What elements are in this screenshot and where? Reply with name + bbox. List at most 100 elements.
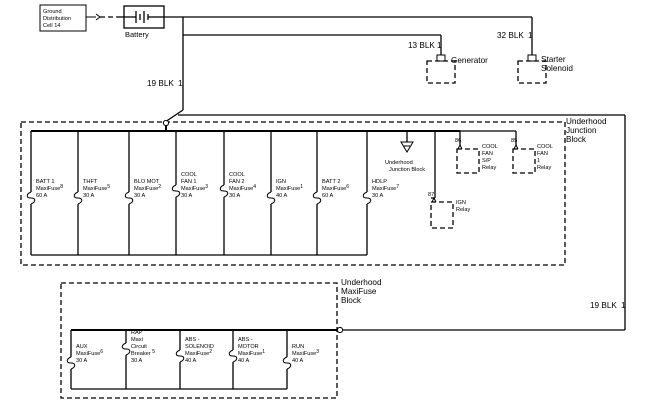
fuse-top-1-line2: MaxiFuse [83,186,107,192]
svg-text:IGN: IGN [456,200,466,206]
ground-label-2: Distribution [43,16,71,22]
fuse-bottom-3-rating: 40 A [238,358,249,364]
relay-cool-fan-1: 85 COOL FAN 1 Relay [511,138,553,174]
maxi-title-2: MaxiFuse [341,287,377,296]
battery-label: Battery [125,30,149,39]
starter-wire-label: 32 BLK [497,31,524,40]
fuse-top-5-rating: 40 A [276,193,287,199]
fuse-top-3-line3: MaxiFuse [181,186,205,192]
fuse-bottom-3-line2: MOTOR [238,344,259,350]
fuse-icon [26,191,36,205]
svg-text:S/P: S/P [482,158,491,164]
fuse-icon [124,191,134,205]
fuse-top-3-num: 3 [205,184,208,190]
svg-text:COOL: COOL [537,144,553,150]
fuse-icon [171,184,181,198]
fuse-top-1-line1: THFT [83,179,98,185]
fuse-bottom-1-line2: Maxi [131,337,143,343]
fuse-icon [175,349,185,363]
junction-title-1: Underhood [566,117,607,126]
fuse-top-3-rating: 30 A [181,193,192,199]
junction-block-outline [20,121,566,266]
maxi-bus-node [336,326,344,334]
starter-pin: 1 [528,31,533,40]
generator-component: Generator [426,54,488,84]
ground-triangle-icon [400,141,414,153]
ground-label-1: Ground [43,9,62,15]
ground-arrow-icon [95,13,101,21]
fuse-top-0-rating: 60 A [36,193,47,199]
fuse-bottom-2-num: 2 [209,349,212,355]
fuse-icon [66,356,76,370]
junction-title-2: Junction [566,126,597,135]
junction-title-3: Block [566,135,587,144]
fuse-icon [219,184,229,198]
junction-ground-ref: Underhood Junction Block [385,131,425,173]
maxi-title-1: Underhood [341,278,382,287]
fuse-top-3-line2: FAN 1 [181,179,197,185]
fuse-bottom-1-line4: Breaker [131,351,151,357]
maxi-wire-label: 19 BLK [590,301,617,310]
fuse-icon [282,356,292,370]
ground-label-3: Cell 14 [43,23,60,29]
fuse-bottom-1-num: 5 [152,349,155,355]
fuse-top-2-rating: 30 A [134,193,145,199]
fuse-top-4-num: 4 [253,184,256,190]
relay-pin-87: 87 [428,192,434,198]
fuse-top-5-num: 1 [300,184,303,190]
fuse-top-6-num: 6 [346,184,349,190]
maxi-wire-pin: 1 [621,301,626,310]
fuse-top-5-line2: MaxiFuse [276,186,300,192]
fuse-icon [362,191,372,205]
fuse-icon [266,191,276,205]
fuse-top-4-line3: MaxiFuse [229,186,253,192]
svg-text:1: 1 [537,158,540,164]
fuse-bottom-1-rating: 30 A [131,358,142,364]
fuse-top-5-line1: IGN [276,179,286,185]
fuse-top-2-line1: BLO MOT [134,179,160,185]
fuse-top-4-line1: COOL [229,172,245,178]
fuse-bottom-4-num: 3 [316,349,319,355]
generator-wire-label: 13 BLK [408,41,435,50]
relay-pin-85: 85 [511,138,517,144]
ground-ref-label-2: Junction Block [389,167,425,173]
fuse-icon [121,342,131,356]
main-wire-label: 19 BLK [147,79,174,88]
fuse-icon [312,191,322,205]
fuse-bottom-1-line1: RAP [131,330,143,336]
fuse-top-1-rating: 30 A [83,193,94,199]
svg-text:COOL: COOL [482,144,498,150]
fuse-top-7-line2: MaxiFuse [372,186,396,192]
fuse-top-0-line2: MaxiFuse [36,186,60,192]
fuse-top-0-line1: BATT 1 [36,179,54,185]
bus-node [162,119,170,127]
fuse-top-2-line2: MaxiFuse [134,186,158,192]
fuse-bottom-2-rating: 40 A [185,358,196,364]
fuse-bottom-0-rating: 30 A [76,358,87,364]
fuse-bottom-0-line1: AUX [76,344,88,350]
svg-text:FAN: FAN [537,151,548,157]
fuse-bottom-4-rating: 40 A [292,358,303,364]
relay-cool-fan-sp: 86 COOL FAN S/P Relay [455,138,498,174]
fuse-icon [228,349,238,363]
svg-text:Relay: Relay [482,165,497,171]
fuse-top-6-line1: BATT 2 [322,179,340,185]
fuse-top-1-num: 5 [107,184,110,190]
fuse-top-7-num: 7 [396,184,399,190]
starter-solenoid-component: Starter Solenoid [517,54,573,84]
fuse-bottom-4-line2: MaxiFuse [292,351,316,357]
fuse-bottom-2-line1: ABS - [185,337,200,343]
generator-pin: 1 [437,41,442,50]
ground-ref-label-1: Underhood [385,160,413,166]
relay-ign: 87 IGN Relay [428,192,471,229]
ground-distribution-box: Ground Distribution Cell 14 [39,4,87,32]
fuse-top-2-num: 2 [158,184,161,190]
